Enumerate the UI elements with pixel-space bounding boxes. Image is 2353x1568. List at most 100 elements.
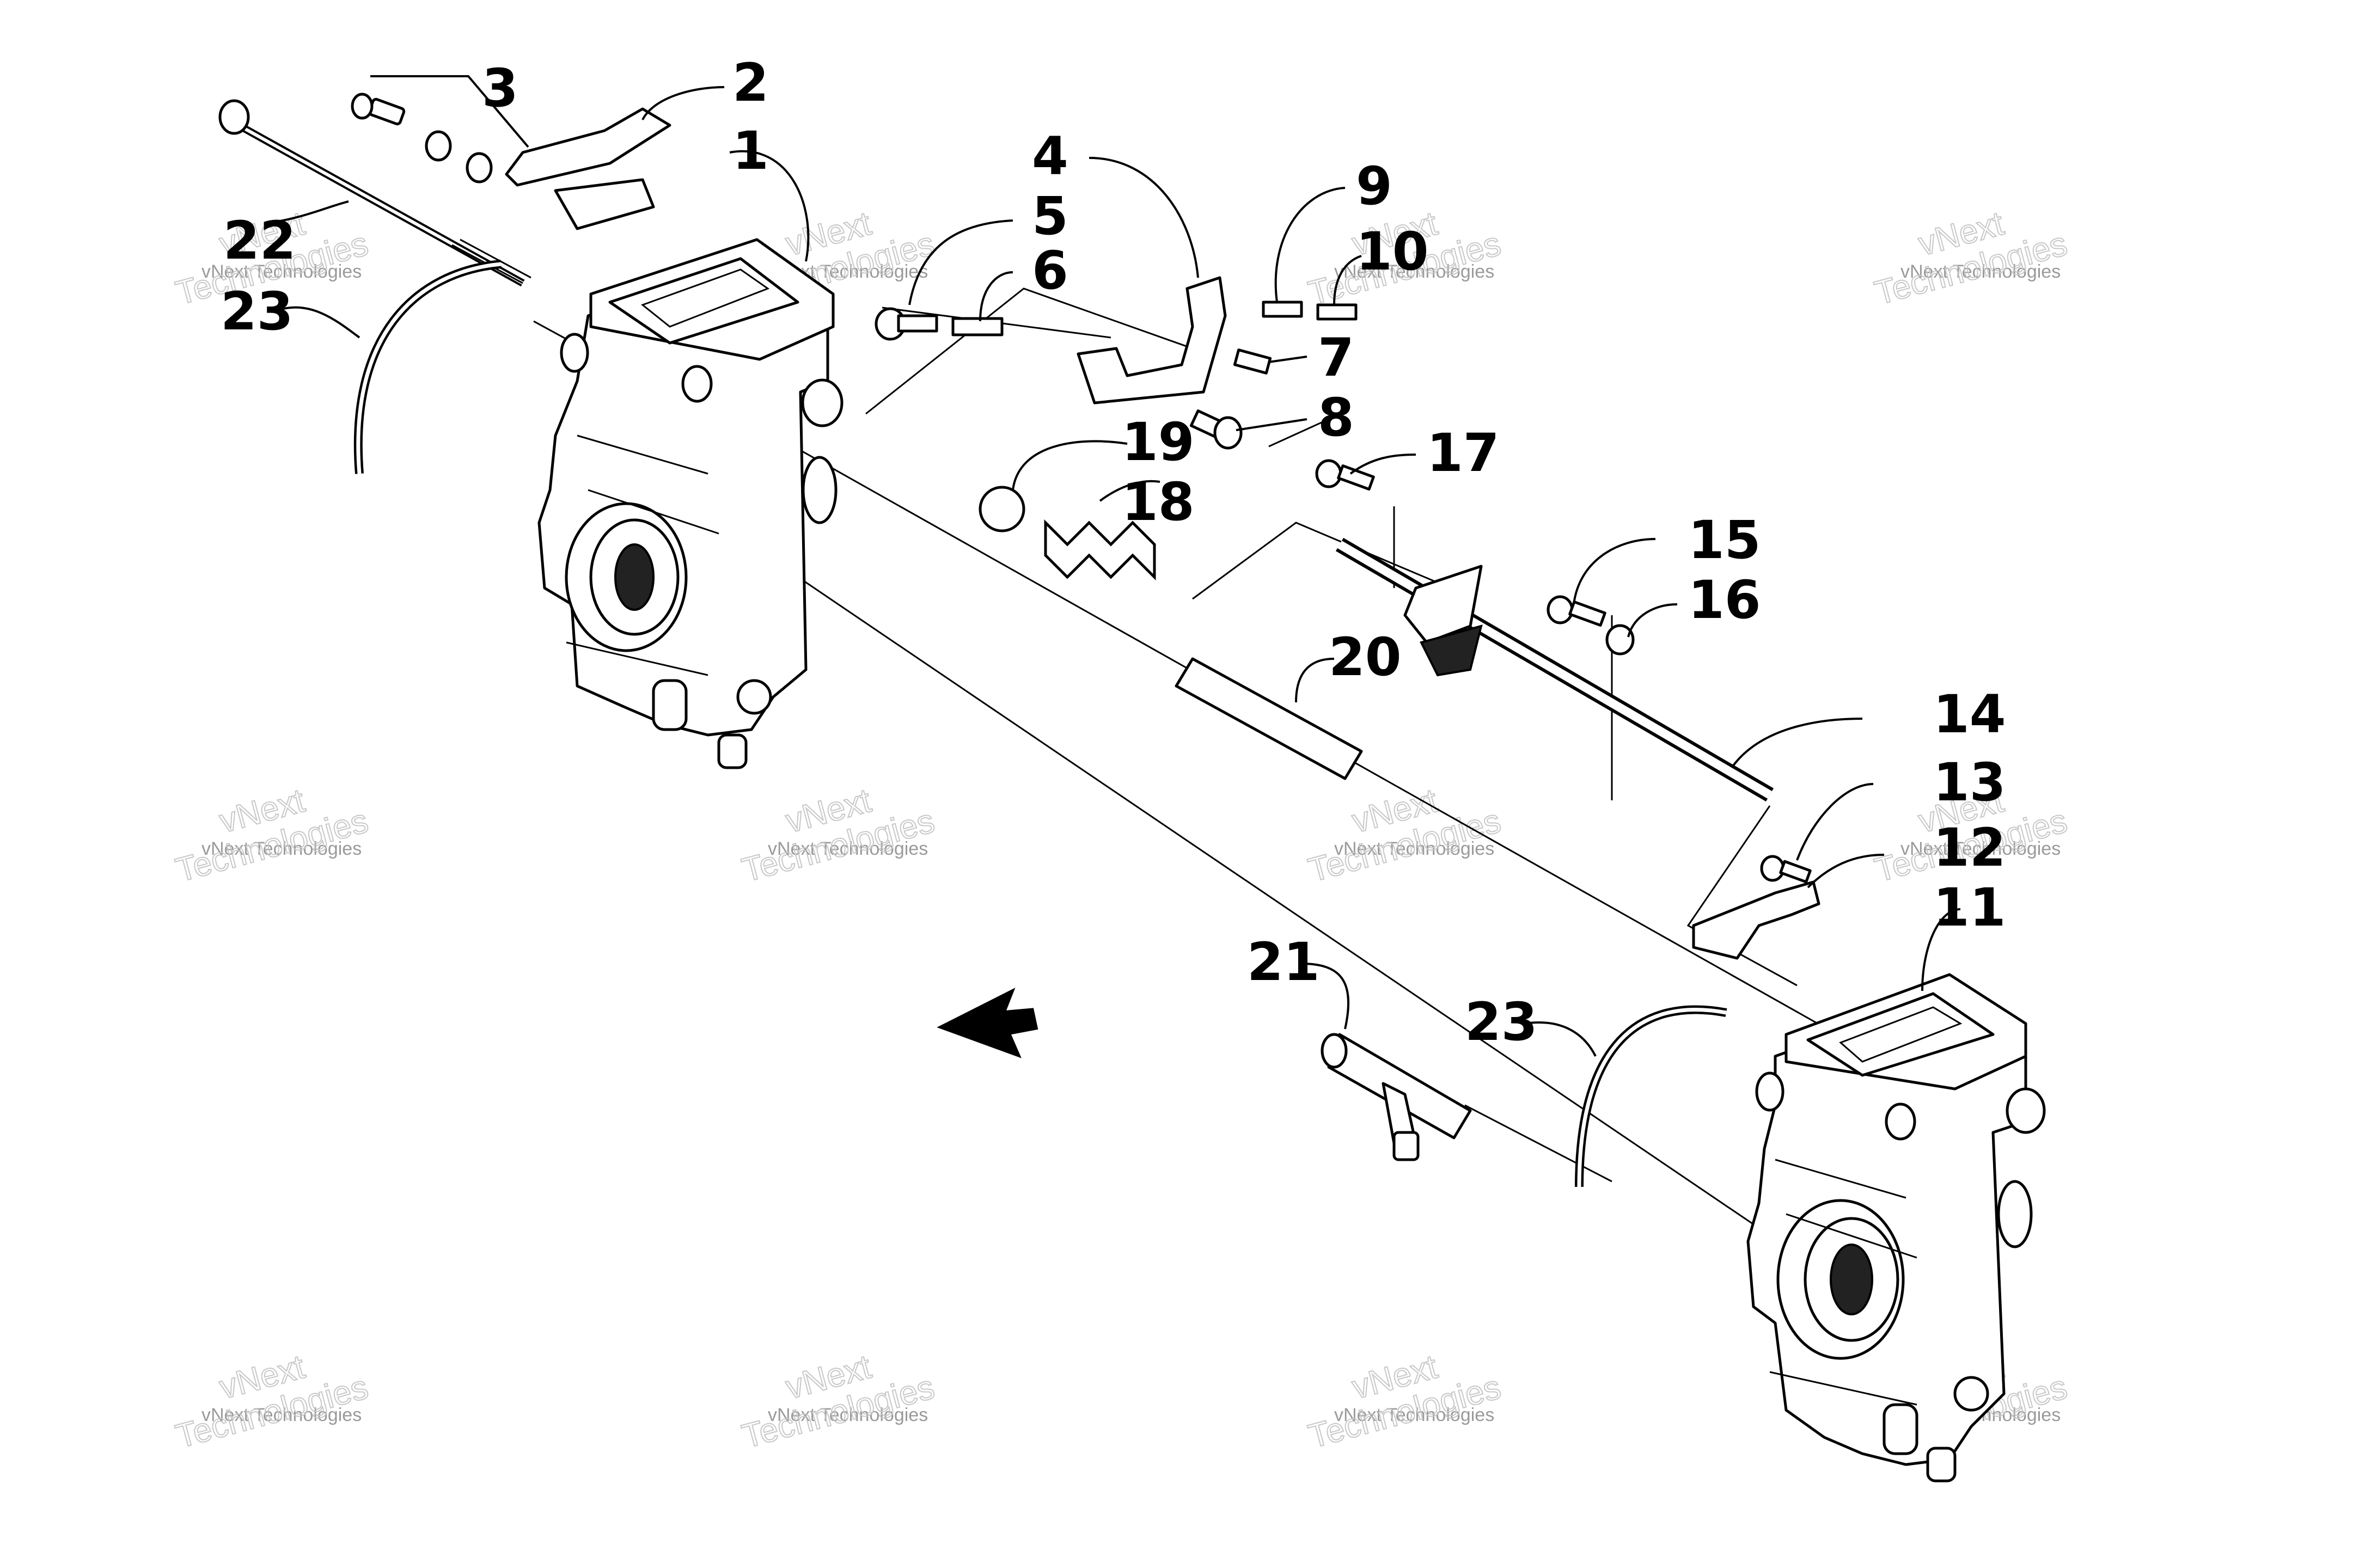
leader-14	[1731, 718, 1863, 769]
tee-centerline	[1464, 1104, 1612, 1183]
watermark-text: vNext Technologies	[1900, 261, 2061, 282]
part-23-hose-left	[353, 260, 502, 474]
part-17-screw	[1315, 459, 1375, 491]
callout-18: 18	[1122, 471, 1195, 532]
part-7-screw	[1233, 348, 1272, 375]
callout-20: 20	[1329, 627, 1402, 688]
part-20-tube	[1175, 657, 1363, 780]
watermark-text: vNext Technologies	[201, 838, 362, 859]
watermark: vNext Technologies vNext Technologies	[738, 1347, 939, 1456]
callout-22: 22	[223, 210, 296, 271]
part-22-bolt	[218, 99, 531, 287]
bracket-leader	[865, 287, 1193, 415]
carburetor-left	[537, 238, 844, 769]
part-3-screw-washers	[351, 93, 493, 183]
leader-17	[1349, 454, 1416, 475]
leader-lines	[266, 75, 1961, 1057]
leader-22	[266, 200, 349, 224]
part-12-bracket	[1692, 880, 1820, 960]
leader-5	[908, 219, 1013, 305]
leader-23-right	[1524, 1021, 1597, 1057]
lower-bolt-centerline	[653, 478, 1819, 1270]
callout-14: 14	[1933, 684, 2006, 745]
part-15-screw	[1547, 595, 1606, 627]
watermark: vNext Technologies vNext Technologies	[172, 781, 372, 890]
callout-19: 19	[1122, 412, 1195, 473]
callout-11: 11	[1933, 877, 2006, 938]
callout-10: 10	[1356, 221, 1429, 282]
leader-11	[1921, 908, 1961, 991]
callout-21: 21	[1247, 932, 1320, 993]
callout-labels: 1 2 3 4 5 6 7 8 9 10 11 12 13 14 15 16 1…	[221, 52, 2006, 1052]
leader-18	[1099, 480, 1160, 502]
leader-4	[1089, 157, 1199, 278]
part-19-collar	[979, 486, 1025, 532]
leader-15	[1573, 538, 1656, 605]
part-4-bracket	[1077, 276, 1227, 405]
callout-3: 3	[482, 58, 518, 119]
carburetor-right	[1746, 973, 2046, 1483]
part-21-tee-fitting	[1321, 1033, 1472, 1161]
leader-20	[1295, 658, 1335, 703]
bracket-12-leader	[1686, 805, 1798, 987]
part-16-nut	[1605, 624, 1635, 656]
watermark-text: vNext Technologies	[201, 1405, 362, 1425]
leader-21	[1301, 963, 1350, 1030]
callout-4: 4	[1032, 126, 1068, 187]
watermark: vNext Technologies vNext Technologies	[738, 781, 939, 890]
part-8-screw	[1189, 409, 1243, 450]
watermark-text: vNext Technologies	[1334, 838, 1494, 859]
watermark-text: vNext Technologies	[1334, 261, 1494, 282]
leader-6	[979, 271, 1013, 322]
callout-13: 13	[1933, 752, 2006, 813]
leader-1	[729, 150, 810, 262]
callout-7: 7	[1318, 327, 1354, 388]
spring-leader	[1192, 522, 1438, 600]
watermark: vNext Technologies vNext Technologies	[1871, 204, 2071, 313]
callout-12: 12	[1933, 817, 2006, 878]
callout-8: 8	[1318, 387, 1354, 448]
part-14-throttle-shaft	[1335, 537, 1774, 802]
watermark-text: vNext Technologies	[1900, 838, 2061, 859]
watermark: vNext Technologies vNext Technologies	[738, 204, 939, 313]
leader-16	[1627, 603, 1678, 638]
part-23-hose-right	[1575, 1005, 1727, 1187]
watermark: vNext Technologies vNext Technologies	[1304, 1347, 1505, 1456]
callout-15: 15	[1688, 510, 1761, 571]
callout-2: 2	[732, 52, 769, 113]
callout-23-left: 23	[221, 281, 294, 342]
watermark-text: vNext Technologies	[201, 261, 362, 282]
leader-8	[1236, 418, 1307, 431]
part-10-pin	[1316, 303, 1358, 321]
part-13-screw	[1760, 855, 1812, 884]
callout-1: 1	[732, 120, 769, 181]
callout-9: 9	[1356, 156, 1392, 217]
watermark-text: vNext Technologies	[1334, 1405, 1494, 1425]
leader-2	[641, 86, 725, 120]
part-2-bracket	[505, 107, 671, 230]
leader-13	[1796, 783, 1874, 861]
leader-23-left	[277, 306, 360, 339]
leader-12	[1807, 854, 1885, 889]
callout-6: 6	[1032, 240, 1068, 301]
leader-9	[1274, 187, 1346, 303]
leader-7	[1268, 356, 1307, 363]
callout-16: 16	[1688, 569, 1761, 630]
leader-10	[1333, 255, 1362, 305]
part-9-spring	[1262, 301, 1303, 318]
watermark: vNext Technologies vNext Technologies	[1304, 781, 1505, 890]
watermark: vNext Technologies vNext Technologies	[172, 1347, 372, 1456]
watermark-text: vNext Technologies	[768, 838, 928, 859]
callout-17: 17	[1427, 422, 1500, 483]
leader-3	[370, 75, 529, 148]
callout-23-right: 23	[1465, 991, 1538, 1052]
part-6-spring	[951, 317, 1004, 336]
front-direction-arrow-icon	[937, 988, 1038, 1058]
screw-8-centerline	[1268, 418, 1329, 448]
part-5-screw	[875, 307, 938, 341]
part-18-spring	[1044, 519, 1156, 581]
callout-5: 5	[1032, 186, 1068, 247]
leader-19	[1012, 440, 1128, 491]
watermark-text: vNext Technologies	[768, 1405, 928, 1425]
